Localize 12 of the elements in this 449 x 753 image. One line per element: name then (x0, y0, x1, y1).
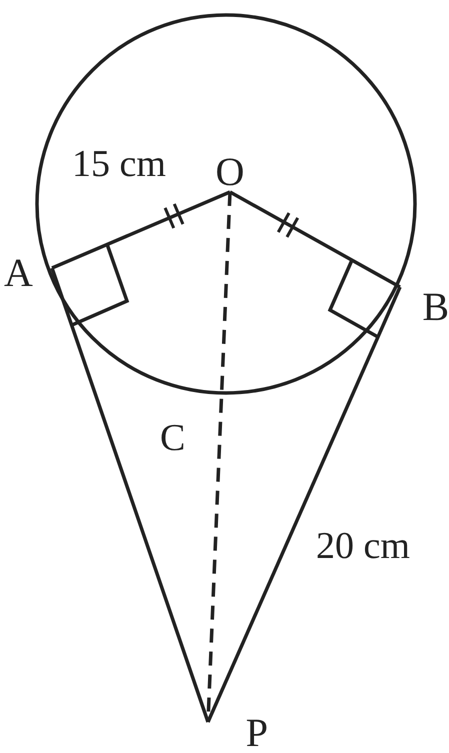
point-label: O (216, 152, 244, 192)
length-label: 15 cm (72, 144, 166, 184)
dashed-line (206, 192, 232, 722)
length-label: 20 cm (316, 526, 410, 566)
line-segment (50, 267, 210, 723)
point-label: P (246, 713, 268, 753)
point-label: C (160, 418, 186, 458)
point-label: A (4, 253, 33, 293)
line-segment (229, 190, 401, 289)
line-segment (206, 286, 402, 723)
line-segment (51, 190, 231, 270)
point-label: B (422, 287, 449, 327)
